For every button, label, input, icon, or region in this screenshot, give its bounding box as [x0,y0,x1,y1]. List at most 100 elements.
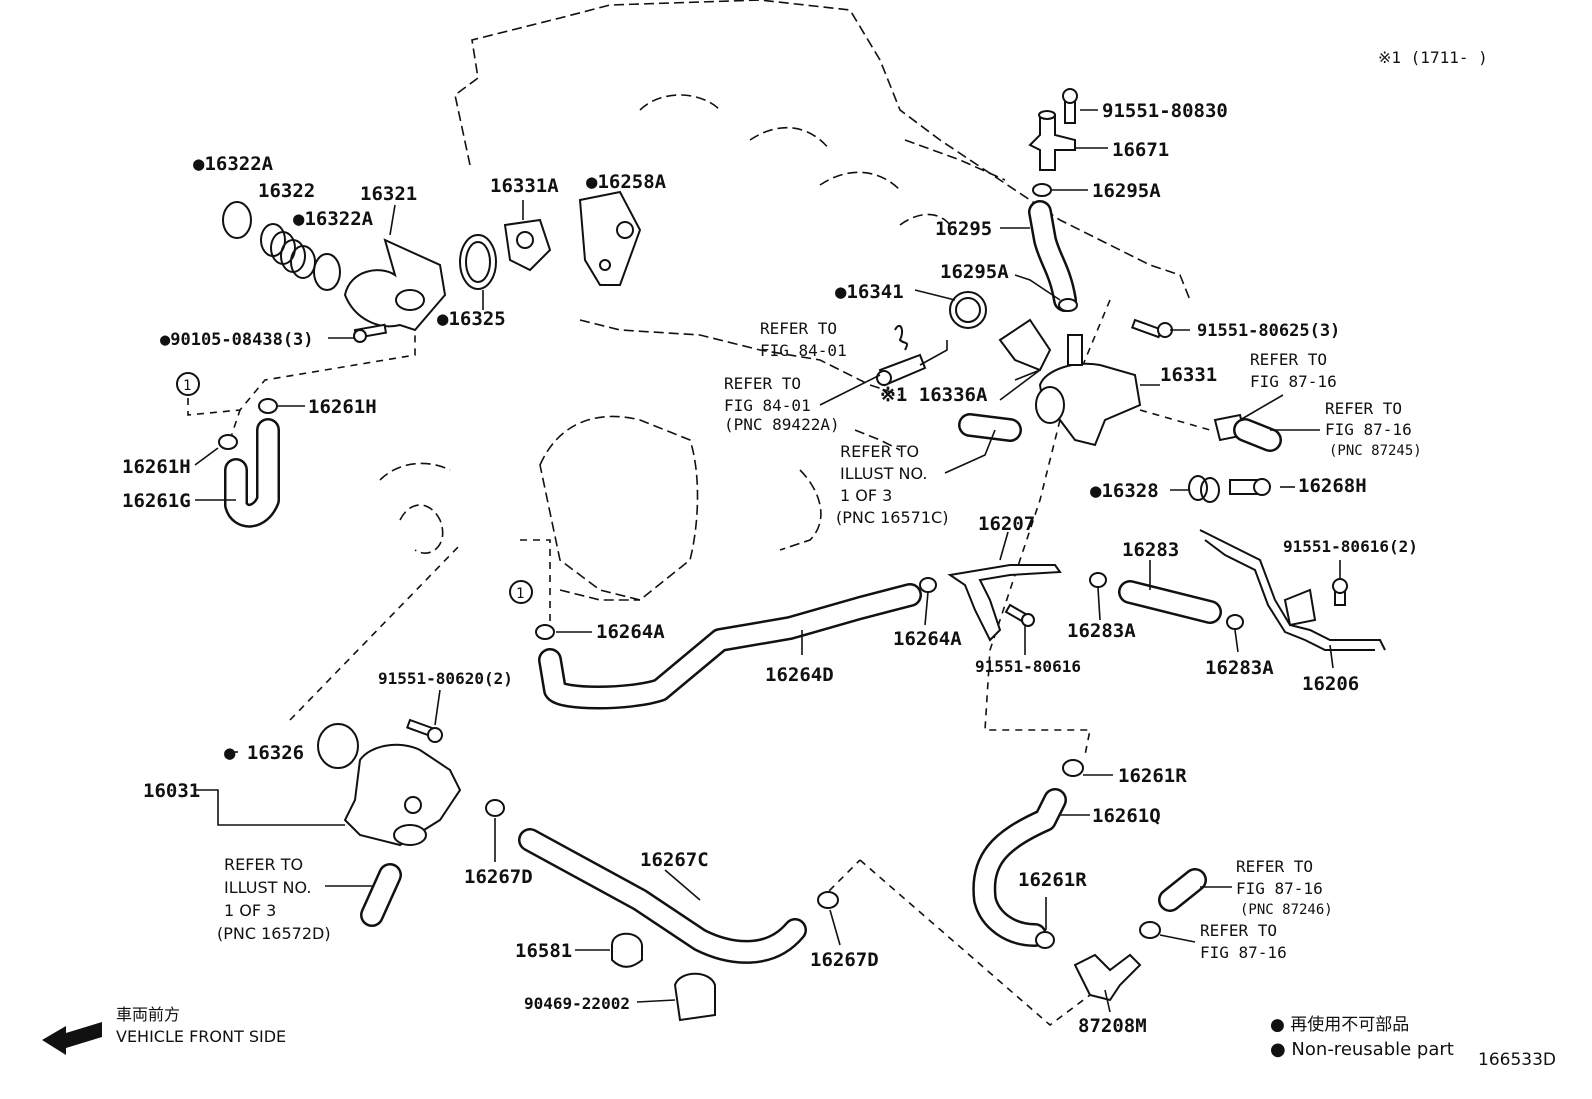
figure-number: 166533D [1478,1050,1556,1070]
label-16206: 16206 [1302,673,1359,695]
ref-16571C-line2: ILLUST NO. [840,464,927,483]
bracket-16206 [1283,588,1317,627]
label-91551-80625: 91551-80625(3) [1197,321,1340,341]
ref-87246-line2: FIG 87-16 [1236,879,1323,898]
clamp-16267D [485,799,505,817]
label-16264A-2: 16264A [893,628,962,650]
label-16331: 16331 [1160,364,1217,386]
clamp-16264A-2 [535,624,555,640]
union-87208M [1073,953,1142,1002]
leader-lines [194,109,1341,1013]
ref-fig87-16b-line2: FIG 87-16 [1325,420,1412,439]
ref-fig84-01b-line1: REFER TO [724,374,801,393]
circle-ref-1-2: 1 [516,586,524,602]
clamp-16295A-2 [1058,298,1078,312]
label-16283: 16283 [1122,539,1179,561]
label-16336A: ※1 16336A [880,384,988,406]
label-16283A: 16283A [1067,620,1136,642]
label-16261G: 16261G [122,490,191,512]
label-16268H: 16268H [1298,475,1367,497]
clamp-16581 [611,932,643,968]
clip-90469 [673,972,716,1022]
engine-outline [379,0,1191,601]
clamp-16261R [1062,759,1084,777]
label-16671: 16671 [1112,139,1169,161]
label-16322: 16322 [258,180,315,202]
front-label-en: VEHICLE FRONT SIDE [116,1027,286,1046]
ref-fig87-16b-line3: (PNC 87245) [1329,443,1422,459]
ref-16572D-line2: ILLUST NO. [224,878,311,897]
clamp-16283A [1089,572,1107,588]
thermostat-16331A [503,218,552,272]
water-inlet-16331 [1038,362,1142,447]
ref-87246-line1: REFER TO [1236,857,1313,876]
label-16321: 16321 [360,183,417,205]
clamp-16261H [258,398,278,414]
label-16261Q: 16261Q [1092,805,1161,827]
ref-fig87-16a-line2: FIG 87-16 [1250,372,1337,391]
label-16325: ●16325 [437,308,506,330]
ref-fig84-01b-line2: FIG 84-01 [724,396,811,415]
circle-ref-1: 1 [183,378,191,394]
o-ring-16322A-2 [313,253,341,291]
pipe-16207 [947,564,1062,642]
ref-fig84-01-line1: REFER TO [760,319,837,338]
label-91551-80616-2: 91551-80616(2) [1283,537,1418,556]
gasket-16328 [1188,475,1208,501]
ref-16572D-line1: REFER TO [224,855,303,874]
ref-fig87-16c-line2: FIG 87-16 [1200,943,1287,962]
ref-fig87-16a-line1: REFER TO [1250,350,1327,369]
label-16341: ●16341 [835,281,904,303]
ref-fig84-01-line2: FIG 84-01 [760,341,847,360]
front-arrow-icon [42,1022,102,1055]
legend-en: ● Non-reusable part [1270,1039,1454,1060]
label-16322A-2: ●16322A [293,208,374,230]
water-outlet-16031 [343,743,462,847]
gasket-16258A [578,190,642,286]
label-16295A: 16295A [1092,180,1161,202]
label-16267D-2: 16267D [810,949,879,971]
label-16207: 16207 [978,513,1035,535]
assembly-lines [187,299,1211,1027]
label-91551-80620: 91551-80620(2) [378,669,513,688]
ref-fig87-16b-line1: REFER TO [1325,399,1402,418]
label-16326: ● 16326 [224,742,304,764]
gasket-16341 [949,291,987,329]
label-87208M: 87208M [1078,1015,1147,1037]
legend-jp: ● 再使用不可部品 [1270,1014,1409,1035]
header-note: ※1 (1711- ) [1378,48,1488,67]
bracket-16336A [998,318,1052,372]
o-ring-16322A [222,201,252,239]
ref-16572D-line3: 1 OF 3 [224,901,276,920]
label-90105-08438: ●90105-08438(3) [160,330,314,350]
clamp-16267D-2 [817,891,839,909]
label-16295A-mid: 16295A [940,261,1009,283]
label-16261R-2: 16261R [1018,869,1087,891]
label-16264D: 16264D [765,664,834,686]
bellows-16322 [260,223,316,279]
label-16267D: 16267D [464,866,533,888]
ref-16571C-line4: (PNC 16571C) [836,508,948,527]
ref-fig87-16c-line1: REFER TO [1200,921,1277,940]
bolt-91551-80625 [1130,318,1163,339]
clamp-16264A [919,577,937,593]
label-16322A: ●16322A [193,153,274,175]
gasket-16325 [459,234,497,290]
clamp-16295A [1032,183,1052,197]
o-ring-16326 [317,723,359,769]
ref-fig84-01b-line3: (PNC 89422A) [724,415,840,434]
ref-16572D-line4: (PNC 16572D) [217,924,331,943]
label-91551-80830: 91551-80830 [1102,100,1228,122]
union-16671 [1028,114,1076,171]
label-16295: 16295 [935,218,992,240]
label-90469-22002: 90469-22002 [524,994,630,1013]
label-16261R: 16261R [1118,765,1187,787]
label-16264A: 16264A [596,621,665,643]
clamp-16261H-2 [218,434,238,450]
ref-16571C-line1: REFER TO [840,442,919,461]
ref-87246-line3: (PNC 87246) [1240,902,1333,918]
clamp-16283A-2 [1226,614,1244,630]
parts [42,88,1386,1055]
label-91551-80616: 91551-80616 [975,657,1081,676]
